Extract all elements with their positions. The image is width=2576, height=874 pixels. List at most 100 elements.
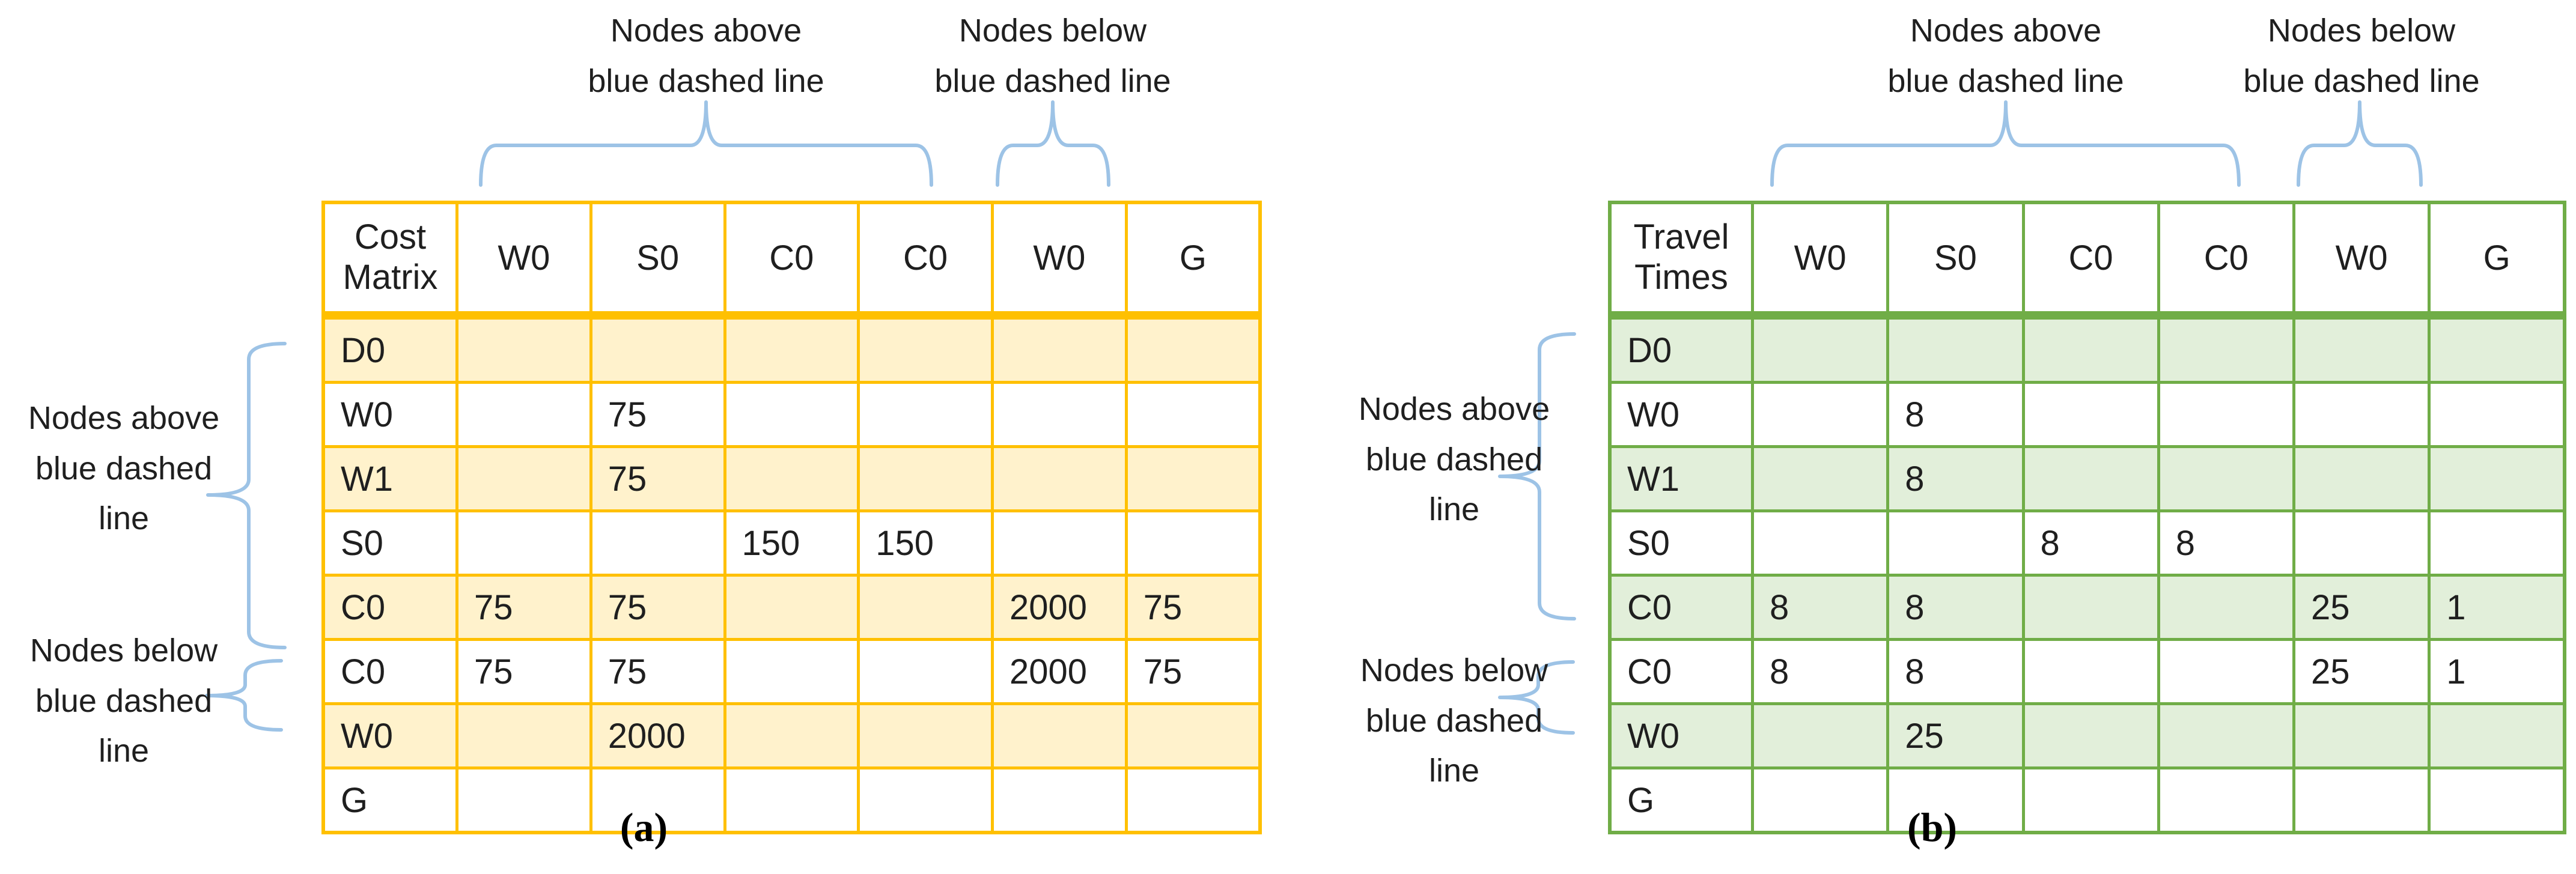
table-cell: 75 <box>589 381 726 448</box>
note-line: blue dashed line <box>1887 62 2124 99</box>
table-cell: 8 <box>1750 574 1890 641</box>
table-cell: 8 <box>2021 509 2160 577</box>
subfigure-caption-a: (a) <box>620 804 668 850</box>
table-cell <box>1886 509 2025 577</box>
table-cell <box>2428 381 2566 448</box>
table-corner-label: Cost Matrix <box>321 201 458 320</box>
table-cell <box>2292 381 2431 448</box>
table-cell <box>1124 314 1262 384</box>
table-cell <box>455 509 592 577</box>
column-header: W0 <box>455 201 592 320</box>
table-cell <box>991 314 1128 384</box>
table-cell <box>589 766 726 834</box>
table-cell: 8 <box>1886 445 2025 512</box>
table-cell <box>2157 381 2296 448</box>
table-cell: 8 <box>1750 638 1890 705</box>
table-cell <box>2021 445 2160 512</box>
table-cell <box>723 766 860 834</box>
note-line: line <box>98 500 150 537</box>
table-cell <box>455 445 592 512</box>
table-cell <box>2021 381 2160 448</box>
table-cell <box>2157 314 2296 384</box>
note-line: line <box>98 733 150 769</box>
table-cell <box>2292 445 2431 512</box>
table-cell <box>2021 314 2160 384</box>
table-cell <box>2428 445 2566 512</box>
table-cell <box>1124 445 1262 512</box>
table-cell <box>2021 766 2160 834</box>
column-header: G <box>1124 201 1262 320</box>
row-label: S0 <box>1608 509 1754 577</box>
row-label: S0 <box>321 509 458 577</box>
column-header: C0 <box>857 201 994 320</box>
table-cell <box>1750 509 1890 577</box>
table-row: D0 <box>1608 314 2566 384</box>
note-line: blue dashed <box>1365 441 1543 478</box>
table-cell <box>2157 702 2296 769</box>
table-cell: 8 <box>1886 638 2025 705</box>
table-cell <box>2428 766 2566 834</box>
table-cell: 150 <box>723 509 860 577</box>
brace-b-columns-below <box>2297 100 2423 187</box>
table-cell: 25 <box>1886 702 2025 769</box>
table-cell <box>589 314 726 384</box>
table-cell <box>723 381 860 448</box>
table-cell: 2000 <box>991 638 1128 705</box>
note-line: line <box>1428 491 1480 528</box>
table-cell <box>455 381 592 448</box>
column-header: W0 <box>2292 201 2431 320</box>
table-cell <box>857 445 994 512</box>
table-cell: 75 <box>589 445 726 512</box>
table-cell: 8 <box>1886 381 2025 448</box>
table-cell: 75 <box>1124 638 1262 705</box>
label-b-nodes-above-rows: Nodes above blue dashed line <box>1328 384 1580 535</box>
column-header: C0 <box>2157 201 2296 320</box>
table-cell <box>1750 766 1890 834</box>
row-label: C0 <box>1608 638 1754 705</box>
row-label: W0 <box>321 702 458 769</box>
note-line: line <box>1428 753 1480 789</box>
table-row: W0 2000 <box>321 702 1262 769</box>
table-cell: 8 <box>2157 509 2296 577</box>
table-cell: 1 <box>2428 574 2566 641</box>
column-header: C0 <box>2021 201 2160 320</box>
note-line: blue dashed <box>1365 702 1543 739</box>
note-line: Nodes above <box>1358 391 1550 427</box>
table-cell: 150 <box>857 509 994 577</box>
table-cell <box>2428 314 2566 384</box>
row-label: D0 <box>321 314 458 384</box>
table-cell <box>455 314 592 384</box>
table-cell <box>857 314 994 384</box>
note-line: Nodes below <box>29 633 218 669</box>
table-cell <box>1750 445 1890 512</box>
note-line: Nodes above <box>610 13 802 49</box>
table-cell <box>589 509 726 577</box>
row-label: C0 <box>1608 574 1754 641</box>
column-header: S0 <box>1886 201 2025 320</box>
table-cell <box>723 445 860 512</box>
table-cell <box>2428 702 2566 769</box>
subfigure-caption-b: (b) <box>1907 804 1958 850</box>
table-cell: 75 <box>1124 574 1262 641</box>
note-line: Nodes above <box>28 400 220 436</box>
brace-b-columns-above <box>1770 100 2241 187</box>
row-label: W0 <box>1608 381 1754 448</box>
table-cell <box>1124 702 1262 769</box>
column-header: S0 <box>589 201 726 320</box>
table-cell: 2000 <box>991 574 1128 641</box>
table-cell: 75 <box>455 638 592 705</box>
table-cell: 2000 <box>589 702 726 769</box>
table-cell <box>455 766 592 834</box>
note-line: blue dashed line <box>2243 62 2480 99</box>
table-cell <box>1886 766 2025 834</box>
